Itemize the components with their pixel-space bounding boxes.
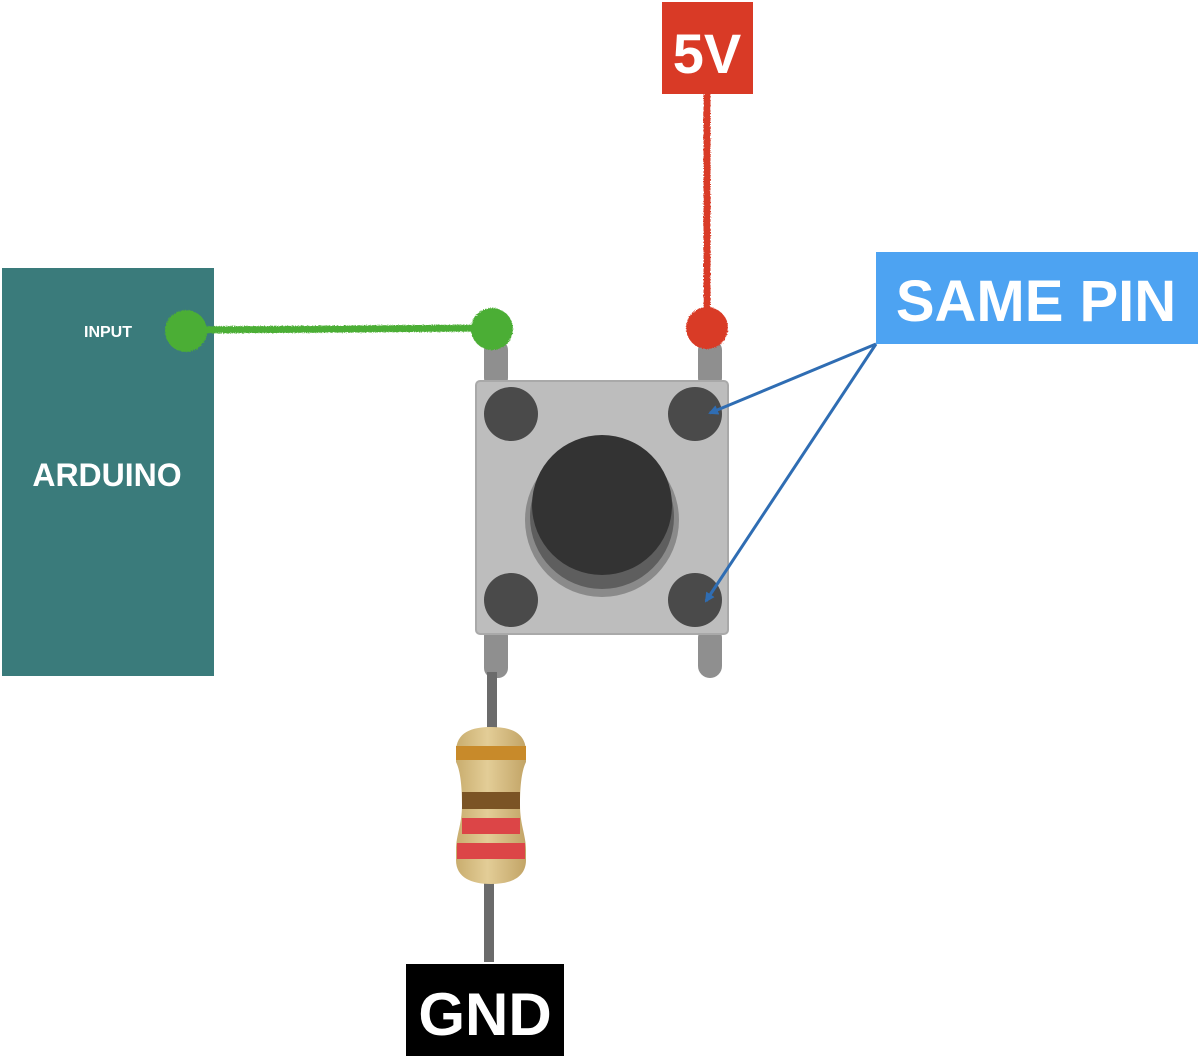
button-lead-bottom-right [698,626,722,678]
resistor-lead-top [487,672,497,732]
input-wire-end-button [471,308,513,350]
wires [165,91,728,352]
button-pad-top-right [668,387,722,441]
resistor-band-2 [462,792,520,809]
button-lead-top-left [484,340,508,388]
same-pin-label-text: SAME PIN [896,269,1176,334]
ground-label: GND [406,964,564,1056]
resistor-band-4 [457,843,525,859]
ground-label-text: GND [418,981,551,1048]
resistor-band-3 [462,818,520,834]
same-pin-label-box [876,252,1198,344]
ground-label-box [406,964,564,1056]
same-pin-arrow-top [708,342,877,415]
input-wire-end-arduino [165,310,207,352]
power-label-box [662,2,753,94]
button-lead-bottom-left [484,626,508,678]
button-pad-top-left [484,387,538,441]
button-pad-bottom-left [484,573,538,627]
resistor [456,672,526,962]
resistor-band-1 [456,746,526,760]
button-cap [532,435,672,575]
power-wire-end-button [686,307,728,349]
arduino-input-label: INPUT [84,324,132,341]
push-button [475,380,729,635]
input-wire [182,324,496,334]
arduino-name-label: ARDUINO [32,457,181,493]
button-pad-bottom-right [668,573,722,627]
same-pin-arrow-bottom [704,343,878,603]
button-leads [484,340,722,678]
button-lead-top-right [698,340,722,388]
resistor-lead-bottom [484,878,494,962]
power-label-text: 5V [673,22,742,85]
power-label: 5V [662,2,753,94]
same-pin-callout: SAME PIN [704,252,1198,603]
